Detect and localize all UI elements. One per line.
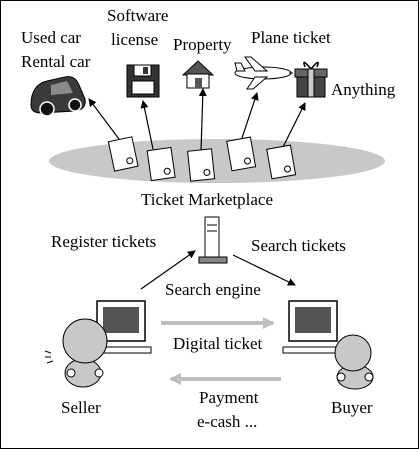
ticket-5 <box>266 144 297 180</box>
label-license: license <box>111 30 159 49</box>
label-payment: Payment <box>199 388 259 407</box>
ticket-2 <box>146 146 176 182</box>
car-icon <box>30 76 86 117</box>
label-property: Property <box>173 35 232 54</box>
floppy-disk-icon <box>126 64 160 98</box>
arrow-to-software <box>140 100 154 150</box>
gift-box-icon <box>294 61 328 98</box>
arrow-to-anything <box>280 102 306 152</box>
label-anything: Anything <box>331 80 396 99</box>
buyer-computer-icon <box>282 300 344 354</box>
arrow-to-plane <box>240 92 259 142</box>
arrow-register <box>140 250 196 290</box>
marketplace-ellipse <box>49 139 385 183</box>
arrow-search <box>232 254 296 286</box>
buyer-person-icon <box>334 334 374 390</box>
label-search-engine: Search engine <box>165 280 261 299</box>
ticket-4 <box>226 136 257 172</box>
label-seller: Seller <box>61 398 101 417</box>
seller-person-icon <box>44 318 108 388</box>
label-software: Software <box>107 6 169 25</box>
house-icon <box>181 60 215 89</box>
label-plane-ticket: Plane ticket <box>251 28 331 47</box>
label-ecash: e-cash ... <box>197 412 258 431</box>
ticket-3 <box>187 148 216 182</box>
label-search-tickets: Search tickets <box>251 236 346 255</box>
ticket-1 <box>107 136 139 172</box>
plane-icon <box>234 56 293 90</box>
label-used-car: Used car <box>21 28 81 47</box>
label-buyer: Buyer <box>331 398 373 417</box>
label-rental-car: Rental car <box>21 52 91 71</box>
marketplace-label: Ticket Marketplace <box>141 190 274 209</box>
arrow-to-car <box>88 98 120 140</box>
label-register-tickets: Register tickets <box>51 232 157 251</box>
arrow-to-property <box>198 88 207 152</box>
server-icon <box>198 216 228 264</box>
label-digital-ticket: Digital ticket <box>173 334 263 353</box>
